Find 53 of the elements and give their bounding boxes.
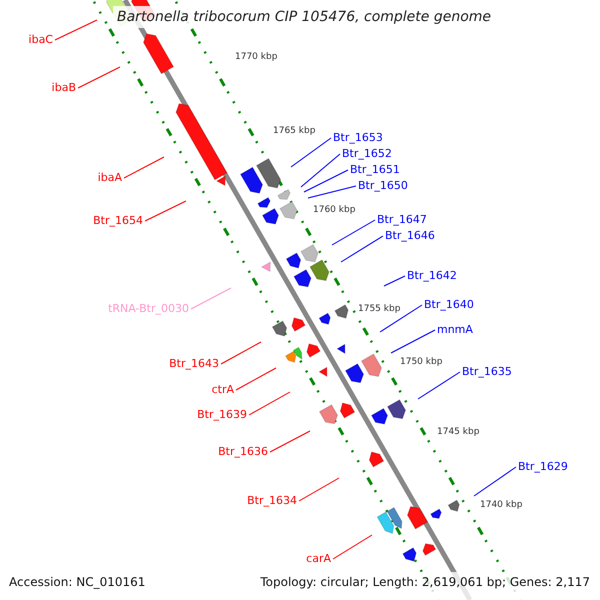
leader-line [290,138,332,168]
leader-line [144,200,186,222]
position-label: 1740 kbp [480,500,522,511]
leader-line [384,276,406,286]
genome-info-text: Topology: circular; Length: 2,619,061 bp; Genes: 2,117 [260,574,590,590]
gene-label: Btr_1654 [93,214,143,228]
leader-line [380,304,422,332]
gene-label: Btr_1642 [407,269,457,283]
leader-line [236,368,276,390]
position-label: 1765 kbp [273,126,316,137]
gene-label: Btr_1652 [342,147,392,161]
gene-label: Btr_1639 [197,408,247,422]
leader-line [474,466,516,496]
leader-line [54,20,98,40]
position-label: 1750 kbp [400,357,442,368]
leader-line [78,66,120,88]
gene-label: tRNA-Btr_0030 [108,302,189,316]
leader-line [270,430,310,452]
leader-line [248,392,290,416]
gene-label: ctrA [212,383,234,397]
gene-label: Btr_1646 [385,229,435,243]
leader-line [340,236,384,262]
gene-label: ibaC [28,33,53,47]
leader-line [332,534,372,560]
gene-label: Btr_1634 [247,494,297,508]
position-label: 1745 kbp [437,427,480,438]
leader-line [418,372,460,400]
gene-label: ibaB [52,81,76,95]
leader-line [308,186,356,198]
gene-label: ibaA [98,171,122,185]
position-label: 1760 kbp [313,205,356,216]
leader-line [332,220,376,246]
gene-label: mnmA [437,323,473,337]
leader-line [220,342,262,364]
gene-label: Btr_1651 [350,163,400,177]
position-label: 1770 kbp [235,52,278,63]
gene-label: Btr_1640 [424,298,474,312]
gene-label: Btr_1629 [518,460,568,474]
gene-label: Btr_1636 [218,445,268,459]
leader-line [190,288,232,310]
gene-label: Btr_1643 [169,357,219,371]
position-label: 1755 kbp [358,304,400,315]
gene-label: carA [306,552,331,566]
gene-label: Btr_1650 [358,179,408,193]
gene-label: Btr_1647 [377,213,427,227]
accession-text: Accession: NC_010161 [9,574,146,590]
gene-label: Btr_1635 [462,365,512,379]
leader-line [300,154,340,188]
leader-line [124,156,164,178]
leader-line [390,330,436,354]
leader-line [304,170,348,192]
leader-line [298,478,340,502]
gene-label: Btr_1653 [333,131,383,145]
